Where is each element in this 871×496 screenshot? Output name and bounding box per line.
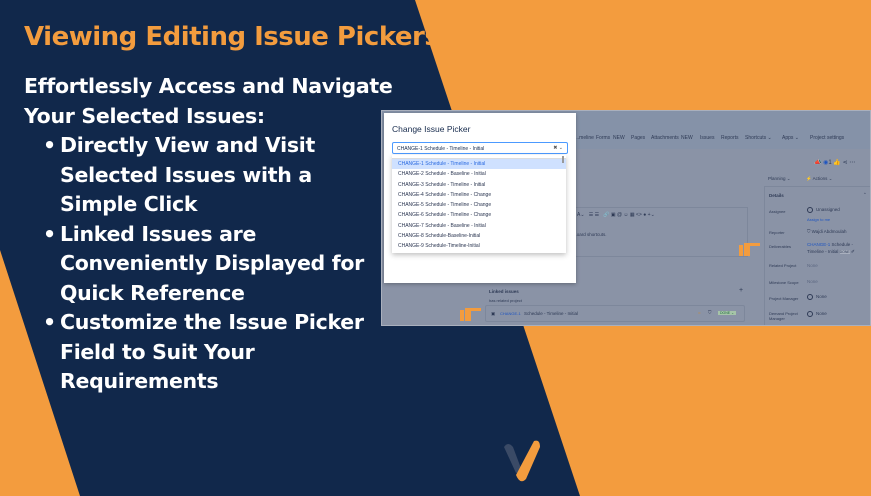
add-link-icon[interactable]: + xyxy=(739,287,744,294)
avatar-icon xyxy=(807,294,813,300)
field-label: Related Project xyxy=(769,263,797,268)
app-screenshot: ...meline Forms NEW Pages Attachments NE… xyxy=(381,110,871,326)
field-label: Demand Project Manager xyxy=(769,311,798,321)
details-panel: Details ⌃ Assignee Unassigned Assign to … xyxy=(764,186,870,325)
assign-to-me-link[interactable]: Assign to me xyxy=(807,217,831,222)
pointing-hand-icon xyxy=(739,243,760,256)
issue-option[interactable]: CHANGE-5 Schedule - Timeline - Change xyxy=(398,202,492,209)
actions-label: Actions ⌄ xyxy=(812,176,833,181)
feature-item: Linked Issues are Conveniently Displayed… xyxy=(43,220,390,309)
field-label: Deliverables xyxy=(769,244,792,249)
nav-pages[interactable]: Pages xyxy=(631,135,646,141)
issue-type-icon: ▣ xyxy=(491,311,496,316)
watch-count: 1 xyxy=(828,160,832,166)
priority-icon: = xyxy=(698,310,701,315)
field-value: None xyxy=(816,311,827,317)
linked-issue-summary: Schedule - Timeline - Initial xyxy=(524,311,579,316)
share-icon[interactable]: ⋖ xyxy=(842,160,848,166)
selected-value: CHANGE-1 Schedule - Timeline - Initial xyxy=(397,146,485,152)
field-value: Schedule - Timeline - Initial xyxy=(807,242,854,254)
nav-project-settings[interactable]: Project settings xyxy=(810,135,845,141)
feature-list: Directly View and Visit Selected Issues … xyxy=(43,131,390,397)
issue-option[interactable]: CHANGE-3 Schedule - Timeline - Initial xyxy=(398,181,486,188)
nav-issues[interactable]: Issues xyxy=(700,135,715,141)
issue-option[interactable]: CHANGE-6 Schedule - Timeline - Change xyxy=(398,212,492,219)
avatar-icon xyxy=(807,207,813,213)
actions-button[interactable]: ⚡ Actions ⌄ xyxy=(806,176,833,181)
pointing-hand-icon xyxy=(460,308,481,321)
issue-options-list: CHANGE-1 Schedule - Timeline - Initial C… xyxy=(392,155,566,253)
avatar-icon xyxy=(807,311,813,317)
nav-reports[interactable]: Reports xyxy=(721,135,739,141)
logo xyxy=(504,440,540,482)
nav-apps[interactable]: Apps ⌄ xyxy=(782,135,799,141)
linked-issue-row[interactable]: ▣ CHANGE-1 Schedule - Timeline - Initial… xyxy=(485,305,745,322)
nav-attachments[interactable]: Attachments xyxy=(651,135,679,141)
list-scrollbar[interactable] xyxy=(562,156,564,163)
like-icon[interactable]: 👍 xyxy=(833,160,841,166)
more-icon[interactable]: ⋯ xyxy=(849,160,856,166)
edit-icon[interactable]: ✐ xyxy=(851,249,855,254)
assignee-value[interactable]: Unassigned xyxy=(807,207,840,213)
reporter-value[interactable]: ⛉ Wajdi Abdmoulah xyxy=(807,229,847,234)
slide-title: Viewing Editing Issue Pickers xyxy=(24,22,440,52)
status-badge[interactable]: DONE ⌄ xyxy=(718,311,737,315)
nav-timeline[interactable]: ...meline xyxy=(575,135,594,141)
issue-option[interactable]: CHANGE-1 Schedule - Timeline - Initial xyxy=(392,159,566,170)
issue-option[interactable]: CHANGE-9 Schedule-Timeline-Initial xyxy=(398,243,480,250)
field-label: Milestone Scope xyxy=(769,280,799,285)
demand-pm-value[interactable]: None xyxy=(807,311,827,317)
assignee-avatar: ⛉ xyxy=(708,310,712,315)
issue-option[interactable]: CHANGE-2 Schedule - Baseline - Initial xyxy=(398,171,486,178)
field-value: Wajdi Abdmoulah xyxy=(811,229,847,234)
project-manager-value[interactable]: None xyxy=(807,294,827,300)
feature-item: Customize the Issue Picker Field to Suit… xyxy=(43,308,390,397)
deliverables-value[interactable]: CHANGE-1 Schedule - Timeline - Initial D… xyxy=(807,241,870,256)
field-label: Assignee xyxy=(769,209,786,214)
editor-hint: ...oard shortcuts. xyxy=(573,232,607,237)
issue-option[interactable]: CHANGE-7 Schedule - Baseline - Initial xyxy=(398,222,486,229)
nav-shortcuts[interactable]: Shortcuts ⌄ xyxy=(745,135,772,141)
issue-actions: 📣 ◉1 👍 ⋖ ⋯ xyxy=(814,159,855,166)
feature-item: Directly View and Visit Selected Issues … xyxy=(43,131,390,220)
planning-button[interactable]: Planning ⌄ xyxy=(768,176,791,181)
field-value: None xyxy=(816,294,827,300)
announce-icon[interactable]: 📣 xyxy=(814,160,822,166)
issue-option[interactable]: CHANGE-4 Schedule - Timeline - Change xyxy=(398,191,492,198)
field-value: Unassigned xyxy=(816,207,840,213)
field-value[interactable]: None xyxy=(807,263,818,268)
field-label: Project Manager xyxy=(769,296,799,301)
dialog-title: Change Issue Picker xyxy=(392,124,471,134)
new-badge: NEW xyxy=(681,135,693,141)
deliverable-key-link[interactable]: CHANGE-1 xyxy=(807,242,831,247)
linked-issues-title: Linked issues xyxy=(489,289,519,294)
change-issue-picker-dialog: Change Issue Picker CHANGE-1 Schedule - … xyxy=(384,113,576,283)
slide-subtitle: Effortlessly Access and Navigate Your Se… xyxy=(24,74,393,128)
description-editor[interactable]: A⌄ ☰ ☰ 🔗 ▣ @ ☺ ▦ <> ● +⌄ ...oard shortcu… xyxy=(572,207,748,257)
new-badge: NEW xyxy=(613,135,625,141)
clear-and-chevron-icon[interactable]: ✖ ⌄ xyxy=(553,145,563,151)
link-relation: has related project xyxy=(489,298,522,303)
issue-option[interactable]: CHANGE-8 Schedule-Baseline-Initial xyxy=(398,233,481,240)
field-value[interactable]: None xyxy=(807,279,818,284)
collapse-icon[interactable]: ⌃ xyxy=(863,192,867,197)
issue-picker-select[interactable]: CHANGE-1 Schedule - Timeline - Initial ✖… xyxy=(392,142,568,154)
linked-issue-key[interactable]: CHANGE-1 xyxy=(500,311,521,316)
editor-toolbar: A⌄ ☰ ☰ 🔗 ▣ @ ☺ ▦ <> ● +⌄ xyxy=(577,212,655,218)
watch-icon[interactable]: ◉ xyxy=(823,160,829,166)
details-title: Details xyxy=(769,193,784,198)
status-badge: DONE xyxy=(839,250,850,254)
field-label: Reporter xyxy=(769,230,785,235)
nav-forms[interactable]: Forms xyxy=(596,135,611,141)
